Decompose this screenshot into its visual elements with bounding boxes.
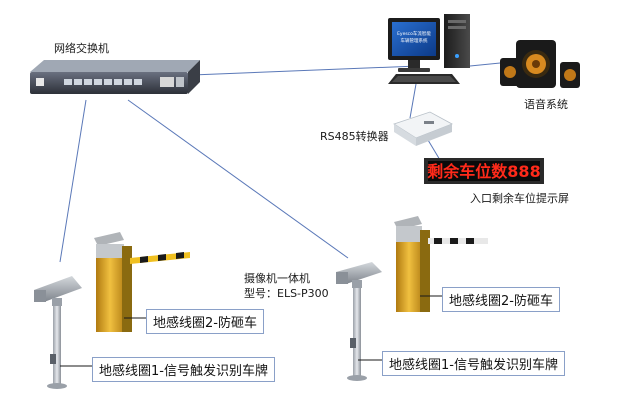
- right-camera-unit: [336, 262, 382, 381]
- led-display: 剩余车位数888: [424, 158, 544, 184]
- left-camera-unit: [34, 276, 82, 389]
- link-pc-to-rs485: [409, 83, 417, 119]
- right-barrier-arm: [428, 238, 488, 244]
- computer-workstation: Eyesco车流智能 车辆管理系统: [388, 14, 470, 84]
- audio-system-label: 语音系统: [524, 98, 568, 111]
- left-barrier-gate: [94, 232, 190, 332]
- entrance-display-label: 入口剩余车位提示屏: [470, 192, 569, 205]
- right-loop1-label: 地感线圈1-信号触发识别车牌: [382, 351, 565, 376]
- audio-speakers: [500, 40, 580, 88]
- connection-lines: [59, 61, 511, 263]
- svg-text:Eyesco车流智能: Eyesco车流智能: [397, 30, 431, 37]
- left-loop2-label: 地感线圈2-防砸车: [146, 309, 264, 334]
- camera-model-label: 型号：ELS-P300: [244, 287, 329, 300]
- link-switch-to-right-camera: [127, 99, 349, 259]
- right-loop2-label: 地感线圈2-防砸车: [442, 287, 560, 312]
- label-pointers: [60, 295, 442, 367]
- rs485-converter: [393, 111, 453, 146]
- svg-text:车辆管理系统: 车辆管理系统: [401, 37, 428, 44]
- left-barrier-arm: [130, 252, 190, 264]
- link-switch-to-pc: [191, 65, 419, 76]
- camera-name-label: 摄像机一体机: [244, 272, 310, 285]
- right-barrier-gate: [394, 216, 488, 312]
- rs485-label: RS485转换器: [320, 130, 389, 143]
- network-switch: [30, 60, 200, 94]
- link-rs485-to-display: [427, 139, 441, 161]
- link-switch-to-left-camera: [59, 99, 87, 263]
- switch-label: 网络交换机: [54, 42, 109, 55]
- left-loop1-label: 地感线圈1-信号触发识别车牌: [92, 357, 275, 382]
- led-display-text: 剩余车位数888: [427, 162, 540, 181]
